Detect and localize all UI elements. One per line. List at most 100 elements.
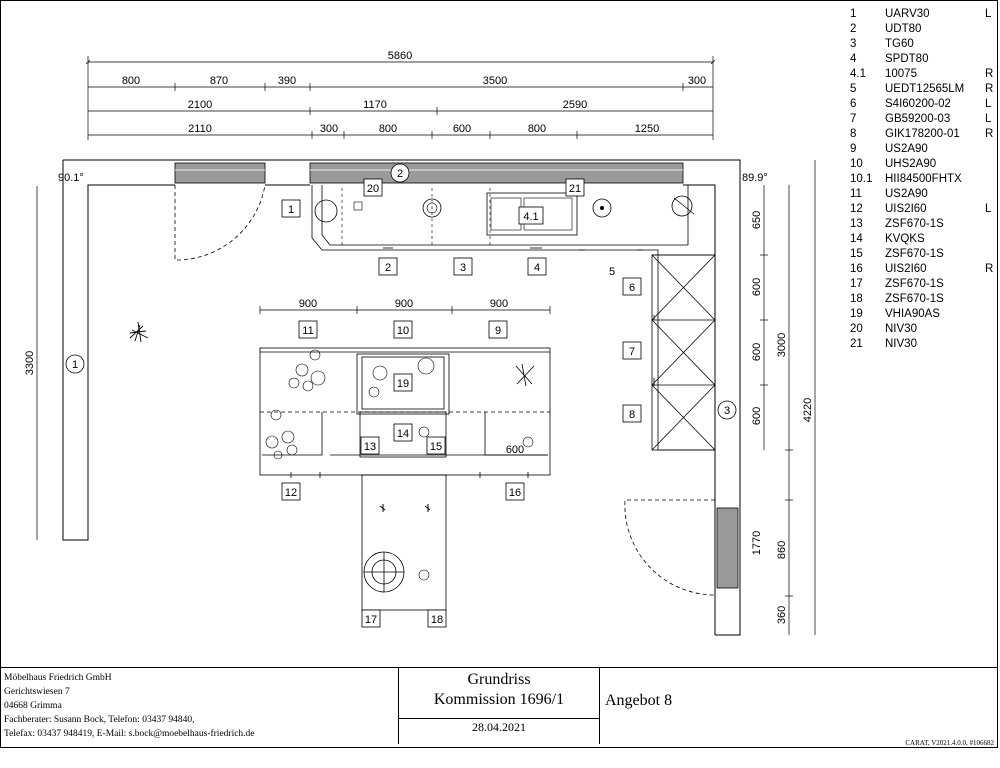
legend-num: 20 xyxy=(850,323,863,335)
dim-text: 90.1° xyxy=(58,172,84,184)
dim-text: 600 xyxy=(751,343,763,361)
position-label: 3 xyxy=(460,262,466,274)
dim-text: 900 xyxy=(395,298,413,310)
legend-code: KVQKS xyxy=(885,233,925,245)
position-label: 8 xyxy=(629,409,635,421)
company-advisor: Fachberater: Susann Bock, Telefon: 03437… xyxy=(4,715,195,725)
dim-text: 870 xyxy=(210,75,228,87)
position-label: 14 xyxy=(397,428,409,440)
window-left xyxy=(174,162,266,184)
legend-num: 10.1 xyxy=(850,173,873,185)
drawing-title: Grundriss xyxy=(467,671,531,688)
legend-num: 10 xyxy=(850,158,863,170)
wall-label-1: 1 xyxy=(72,359,78,371)
position-label: 6 xyxy=(629,282,635,294)
position-label: 1 xyxy=(288,204,294,216)
legend-code: SPDT80 xyxy=(885,53,929,65)
dim-text: 300 xyxy=(320,123,338,135)
legend-code: US2A90 xyxy=(885,143,928,155)
wall-label-2: 2 xyxy=(397,168,403,180)
legend-num: 11 xyxy=(850,188,862,200)
legend-row: 20 NIV30 xyxy=(850,322,998,337)
legend-side: R xyxy=(985,263,994,275)
legend-side: R xyxy=(985,128,994,140)
position-label: 12 xyxy=(285,487,297,499)
dim-text: 1250 xyxy=(635,123,659,135)
legend-num: 18 xyxy=(850,293,863,305)
position-label: 10 xyxy=(397,325,409,337)
legend-num: 1 xyxy=(850,8,857,20)
dim-text: 800 xyxy=(379,123,397,135)
company-street: Gerichtswiesen 7 xyxy=(4,687,70,697)
legend-num: 5 xyxy=(850,83,857,95)
legend-row: 10.1 HII84500FHTX xyxy=(850,172,998,187)
dim-text: 800 xyxy=(528,123,546,135)
legend-side: L xyxy=(985,203,992,215)
legend-side: R xyxy=(985,83,994,95)
position-label: 9 xyxy=(495,325,501,337)
position-label: 15 xyxy=(430,441,442,453)
dim-text: 300 xyxy=(688,75,706,87)
commission: Kommission 1696/1 xyxy=(433,691,565,708)
legend-num: 16 xyxy=(850,263,863,275)
legend-code: ZSF670-1S xyxy=(885,293,944,305)
legend-side: L xyxy=(985,113,992,125)
legend-num: 6 xyxy=(850,98,857,110)
legend-num: 3 xyxy=(850,38,857,50)
legend-num: 21 xyxy=(850,338,863,350)
company-name: Möbelhaus Friedrich GmbH xyxy=(4,673,112,683)
offer: Angebot 8 xyxy=(605,692,673,709)
position-label: 17 xyxy=(365,614,377,626)
version: CARAT, V2021.4.0.0, #106682 xyxy=(905,739,994,747)
position-label: 13 xyxy=(364,441,376,453)
legend-code: S4I60200-02 xyxy=(885,98,951,110)
legend-num: 12 xyxy=(850,203,863,215)
window-right xyxy=(716,507,739,589)
legend-num: 15 xyxy=(850,248,863,260)
company-info: Möbelhaus Friedrich GmbH Gerichtswiesen … xyxy=(4,668,396,747)
position-label: 2 xyxy=(385,262,391,274)
legend-row: 13 ZSF670-1S xyxy=(850,217,998,232)
dim-text: 3500 xyxy=(483,75,507,87)
legend-code: VHIA90AS xyxy=(885,308,940,320)
legend-side: R xyxy=(985,68,994,80)
plant-icon xyxy=(129,321,149,343)
position-label: 4 xyxy=(534,262,540,274)
position-label: 11 xyxy=(302,325,313,337)
legend-row: 15 ZSF670-1S xyxy=(850,247,998,262)
dim-text: 600 xyxy=(751,407,763,425)
legend-code: NIV30 xyxy=(885,323,917,335)
dim-text: 800 xyxy=(122,75,140,87)
position-label: 19 xyxy=(397,378,409,390)
legend-code: HII84500FHTX xyxy=(885,173,962,185)
legend-code: UIS2I60 xyxy=(885,203,927,215)
dim-text: 900 xyxy=(490,298,508,310)
title-block: Möbelhaus Friedrich GmbH Gerichtswiesen … xyxy=(0,667,998,744)
position-label: 16 xyxy=(509,487,521,499)
dim-text: 3300 xyxy=(24,351,36,375)
legend-num: 17 xyxy=(850,278,863,290)
dim-total: 5860 xyxy=(388,50,412,62)
legend-row: 18 ZSF670-1S xyxy=(850,292,998,307)
dim-text: 2110 xyxy=(188,123,212,135)
legend-code: ZSF670-1S xyxy=(885,218,944,230)
legend-num: 2 xyxy=(850,23,857,35)
position-label: 4.1 xyxy=(523,211,538,223)
legend-num: 13 xyxy=(850,218,863,230)
dim-text: 1770 xyxy=(751,531,763,555)
legend-code: ZSF670-1S xyxy=(885,248,944,260)
wall-label-3: 3 xyxy=(724,405,730,417)
company-contact: Telefax: 03437 948419, E-Mail: s.bock@mo… xyxy=(4,729,255,739)
dim-text: 2590 xyxy=(563,99,587,111)
